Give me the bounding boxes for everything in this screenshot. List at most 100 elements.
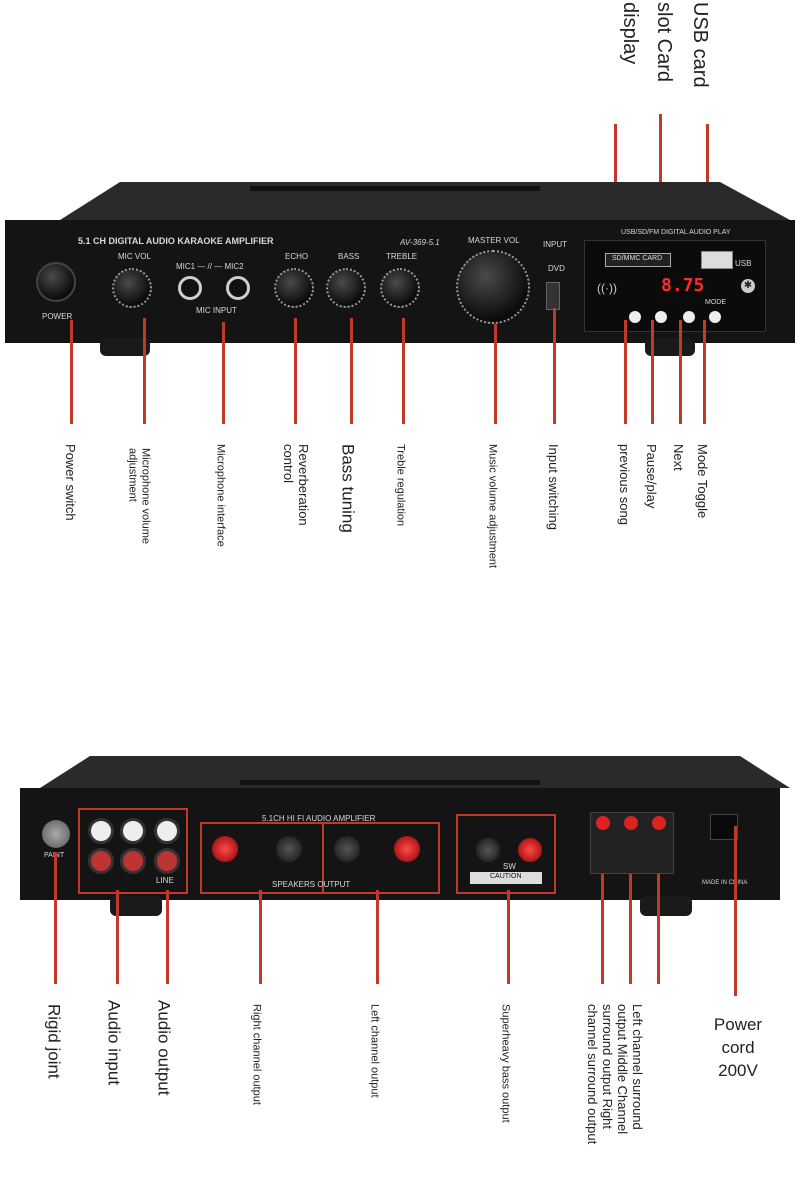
signal-icon: ((·)) — [597, 281, 617, 295]
left-channel-black-terminal[interactable] — [334, 836, 360, 862]
left-channel-pointer — [376, 890, 379, 984]
usb-card-label: USB card — [689, 2, 711, 88]
callout-pause: Pause/play — [643, 444, 659, 509]
led-display: 8.75 — [661, 275, 705, 296]
power-switch[interactable] — [36, 262, 76, 302]
sd-card-slot[interactable]: SD/MMC CARD — [605, 253, 671, 267]
mode-pointer — [703, 320, 706, 424]
previous-button[interactable] — [629, 311, 641, 323]
caution-plate: CAUTION — [470, 872, 542, 884]
callout-reverb: Reverberation control — [280, 444, 311, 526]
surround-middle-terminal[interactable] — [624, 816, 638, 830]
callout-superheavy-bass: Superheavy bass output — [499, 1004, 512, 1123]
mic-volume-pointer — [143, 318, 146, 424]
callout-bass: Bass tuning — [338, 444, 358, 533]
callout-audio-output: Audio output — [154, 1000, 174, 1096]
callout-mode: Mode Toggle — [694, 444, 710, 519]
treble-knob[interactable] — [380, 268, 420, 308]
superheavy-bass-pointer — [507, 890, 510, 984]
subwoofer-black-terminal[interactable] — [476, 838, 500, 862]
power-cord-pointer — [734, 826, 737, 996]
callout-power-switch: Power switch — [62, 444, 78, 521]
mic-interface-pointer — [222, 322, 225, 424]
surround-middle-pointer — [629, 874, 632, 984]
line-label: LINE — [156, 876, 174, 885]
slot-card-label: slot Card — [653, 2, 675, 83]
treble-label: TREBLE — [386, 252, 418, 261]
right-channel-black-terminal[interactable] — [276, 836, 302, 862]
subwoofer-red-terminal[interactable] — [518, 838, 542, 862]
speakers-label: SPEAKERS OUTPUT — [272, 880, 351, 889]
audio-input-jack-2[interactable] — [120, 818, 146, 844]
sd-card-slot-label: SD/MMC CARD — [612, 255, 663, 262]
callout-surround: Left channel surround output Middle Chan… — [584, 1004, 645, 1145]
sw-label: SW — [503, 862, 516, 871]
model-number: AV-369-5.1 — [400, 238, 440, 247]
callout-left-channel: Left channel output — [368, 1004, 381, 1098]
rigid-joint-pointer — [54, 852, 57, 984]
surround-right-pointer — [657, 874, 660, 984]
surround-right-terminal[interactable] — [652, 816, 666, 830]
callout-power-cord: Power cord 200V — [713, 1015, 763, 1080]
input-switch[interactable] — [546, 282, 560, 310]
pause-play-button[interactable] — [655, 311, 667, 323]
power-cord-jack[interactable] — [710, 814, 738, 840]
front-amplifier: 5.1 CH DIGITAL AUDIO KARAOKE AMPLIFIER A… — [0, 178, 800, 358]
pause-pointer — [651, 320, 654, 424]
audio-output-jack-2[interactable] — [154, 848, 180, 874]
bass-knob[interactable] — [326, 268, 366, 308]
callout-right-channel: Right channel output — [250, 1004, 263, 1105]
rear-panel-title: 5.1CH HI FI AUDIO AMPLIFIER — [262, 814, 376, 823]
right-channel-box — [200, 822, 324, 894]
media-display-module: USB/SD/FM DIGITAL AUDIO PLAY SD/MMC CARD… — [584, 229, 766, 332]
next-pointer — [679, 320, 682, 424]
ground-post[interactable] — [42, 820, 70, 848]
echo-label: ECHO — [285, 252, 309, 261]
bass-label: BASS — [338, 252, 360, 261]
power-pointer — [70, 320, 73, 424]
callout-mic-interface: Microphone interface — [214, 444, 227, 547]
usb-port[interactable] — [701, 251, 733, 269]
callout-audio-input: Audio input — [104, 1000, 124, 1086]
mic1-jack[interactable] — [178, 276, 202, 300]
callout-music-volume: Music volume adjustment — [486, 444, 499, 569]
previous-pointer — [624, 320, 627, 424]
mic1-mic2-label: MIC1 — // — MIC2 — [176, 262, 244, 271]
audio-input-jack-3[interactable] — [88, 848, 114, 874]
music-volume-pointer — [494, 324, 497, 424]
reverb-pointer — [294, 318, 297, 424]
right-channel-pointer — [259, 890, 262, 984]
mode-button[interactable] — [709, 311, 721, 323]
master-volume-knob[interactable] — [456, 250, 530, 324]
left-channel-red-terminal[interactable] — [394, 836, 420, 862]
made-in-label: MADE IN CHINA — [702, 880, 748, 886]
right-channel-red-terminal[interactable] — [212, 836, 238, 862]
input-switch-pointer — [553, 308, 556, 424]
mic-volume-knob[interactable] — [112, 268, 152, 308]
audio-output-pointer — [166, 890, 169, 984]
surround-left-terminal[interactable] — [596, 816, 610, 830]
callout-mic-volume: Microphone volume adjustment — [126, 448, 152, 544]
audio-input-jack-4[interactable] — [120, 848, 146, 874]
audio-input-jack-1[interactable] — [88, 818, 114, 844]
callout-treble: Treble regulation — [394, 444, 407, 527]
power-label: POWER — [42, 312, 73, 321]
mic-vol-label: MIC VOL — [118, 252, 151, 261]
audio-io-box — [78, 808, 188, 894]
display-label: display — [619, 2, 641, 65]
audio-output-jack-1[interactable] — [154, 818, 180, 844]
callout-previous: previous song — [616, 444, 632, 525]
next-button[interactable] — [683, 311, 695, 323]
treble-pointer — [402, 318, 405, 424]
audio-input-pointer — [116, 890, 119, 984]
dvd-label: DVD — [548, 264, 565, 273]
callout-input-switch: Input switching — [545, 444, 561, 530]
subwoofer-box — [456, 814, 556, 894]
rear-amplifier: 5.1CH HI FI AUDIO AMPLIFIER PAINT LINE S… — [0, 752, 800, 922]
mode-panel-label: MODE — [705, 299, 726, 306]
echo-knob[interactable] — [274, 268, 314, 308]
mic2-jack[interactable] — [226, 276, 250, 300]
master-vol-label: MASTER VOL — [468, 236, 520, 245]
callout-rigid-joint: Rigid joint — [44, 1004, 64, 1079]
usb-card-panel-text: USB/SD/FM DIGITAL AUDIO PLAY — [621, 229, 731, 236]
